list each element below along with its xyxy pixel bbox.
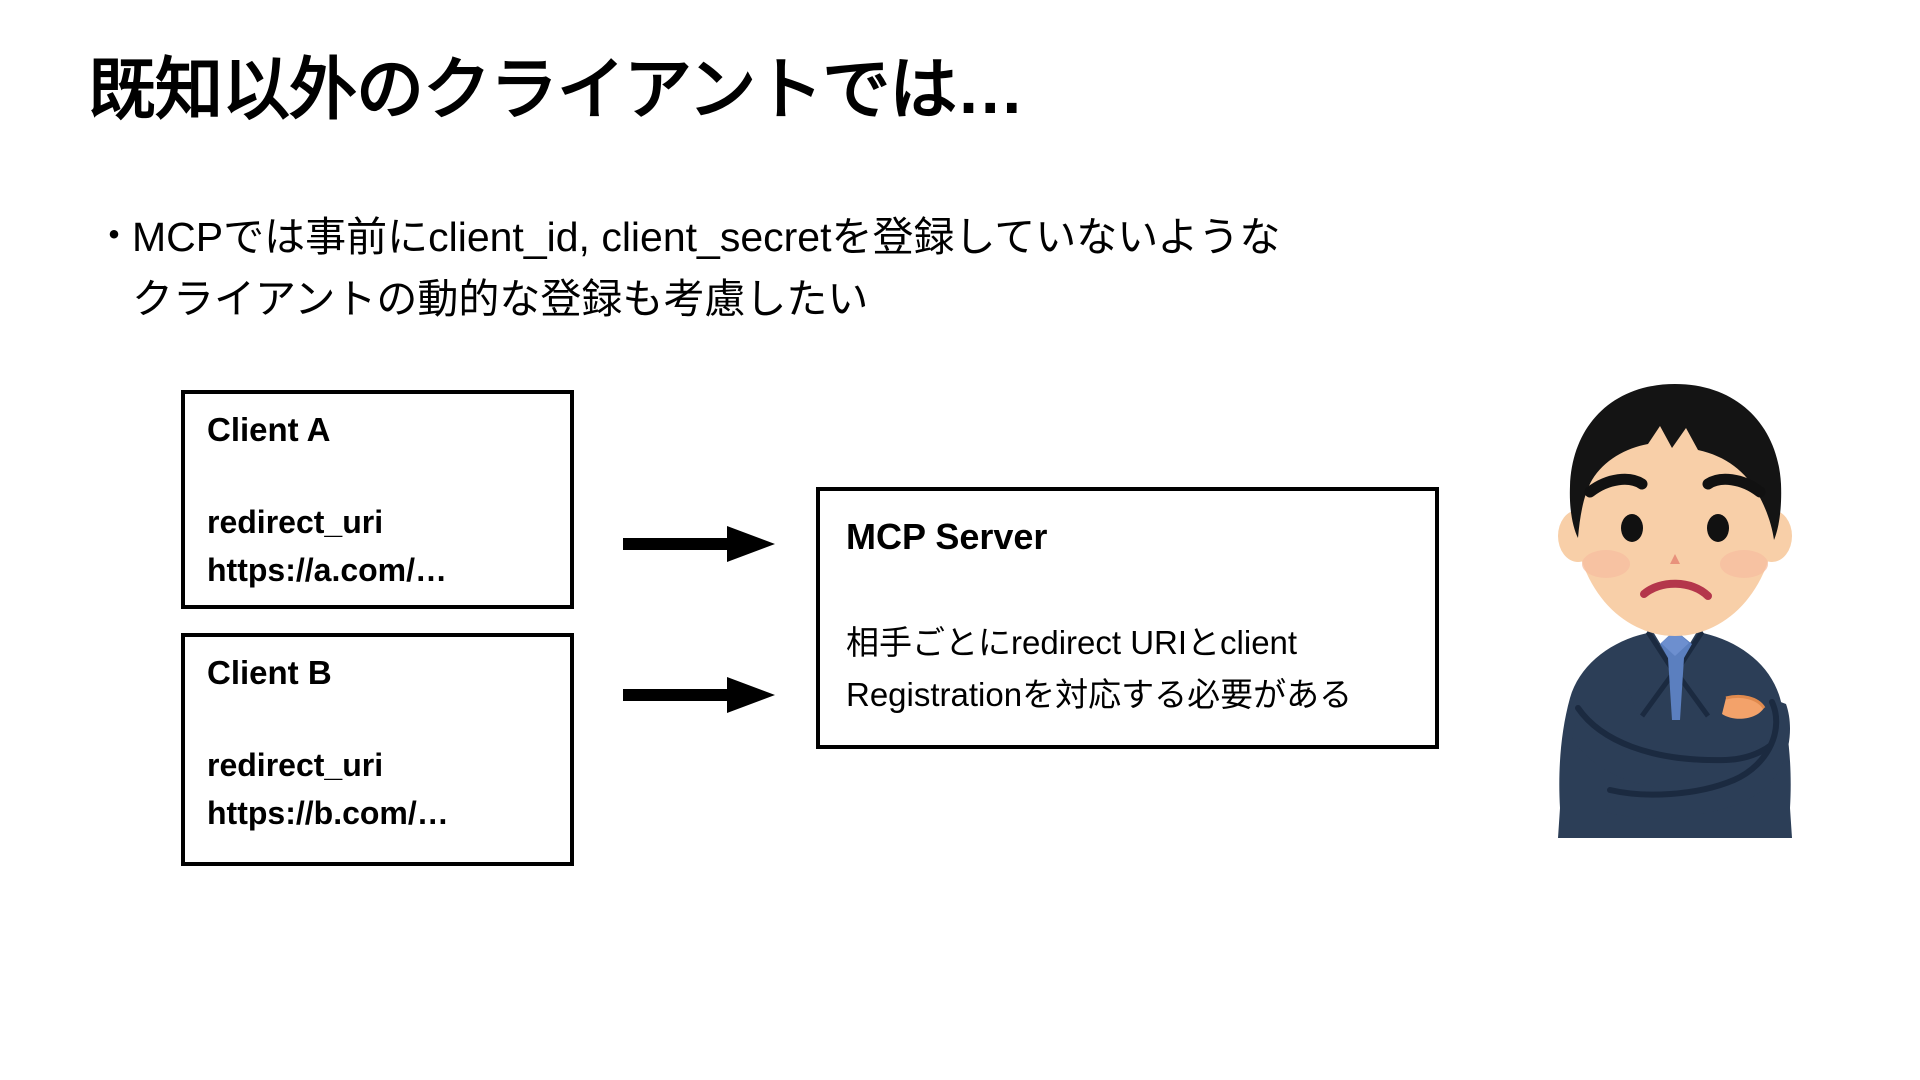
- client-a-box: Client A redirect_uri https://a.com/…: [181, 390, 574, 609]
- mcp-server-note-line-1: 相手ごとにredirect URIとclient: [846, 624, 1298, 661]
- worried-businessman-illustration: [1558, 384, 1792, 838]
- bullet-text-line-2: クライアントの動的な登録も考慮したい: [132, 276, 869, 322]
- client-a-redirect-uri-value: https://a.com/…: [207, 552, 448, 588]
- arrow-right-icon-client-a: [623, 526, 775, 562]
- page-title: 既知以外のクライアントでは…: [88, 52, 1024, 128]
- eye-right-icon: [1707, 514, 1729, 542]
- list-item: ・ MCPでは事前にclient_id, client_secretを登録してい…: [88, 206, 1508, 330]
- client-b-redirect-uri-value: https://b.com/…: [207, 795, 449, 831]
- mouth-frown-icon: [1640, 579, 1712, 600]
- client-b-box: Client B redirect_uri https://b.com/…: [181, 633, 574, 866]
- head-icon: [1569, 384, 1782, 636]
- mcp-server-box: MCP Server 相手ごとにredirect URIとclient Regi…: [816, 487, 1439, 749]
- bullet-text-line-1: MCPでは事前にclient_id, client_secretを登録していない…: [132, 214, 1281, 260]
- mcp-server-title: MCP Server: [846, 516, 1048, 557]
- client-b-title: Client B: [207, 654, 332, 691]
- suit-body-icon: [1558, 624, 1792, 838]
- client-a-redirect-uri-label: redirect_uri: [207, 504, 384, 540]
- eye-left-icon: [1621, 514, 1643, 542]
- nose-icon: [1670, 554, 1680, 564]
- arrow-right-icon-client-b: [623, 677, 775, 713]
- bullet-marker-icon: ・: [94, 214, 134, 258]
- client-a-title: Client A: [207, 411, 331, 448]
- client-b-redirect-uri-label: redirect_uri: [207, 747, 384, 783]
- mcp-server-note-line-2: Registrationを対応する必要がある: [846, 676, 1353, 713]
- bullet-list: ・ MCPでは事前にclient_id, client_secretを登録してい…: [88, 206, 1508, 330]
